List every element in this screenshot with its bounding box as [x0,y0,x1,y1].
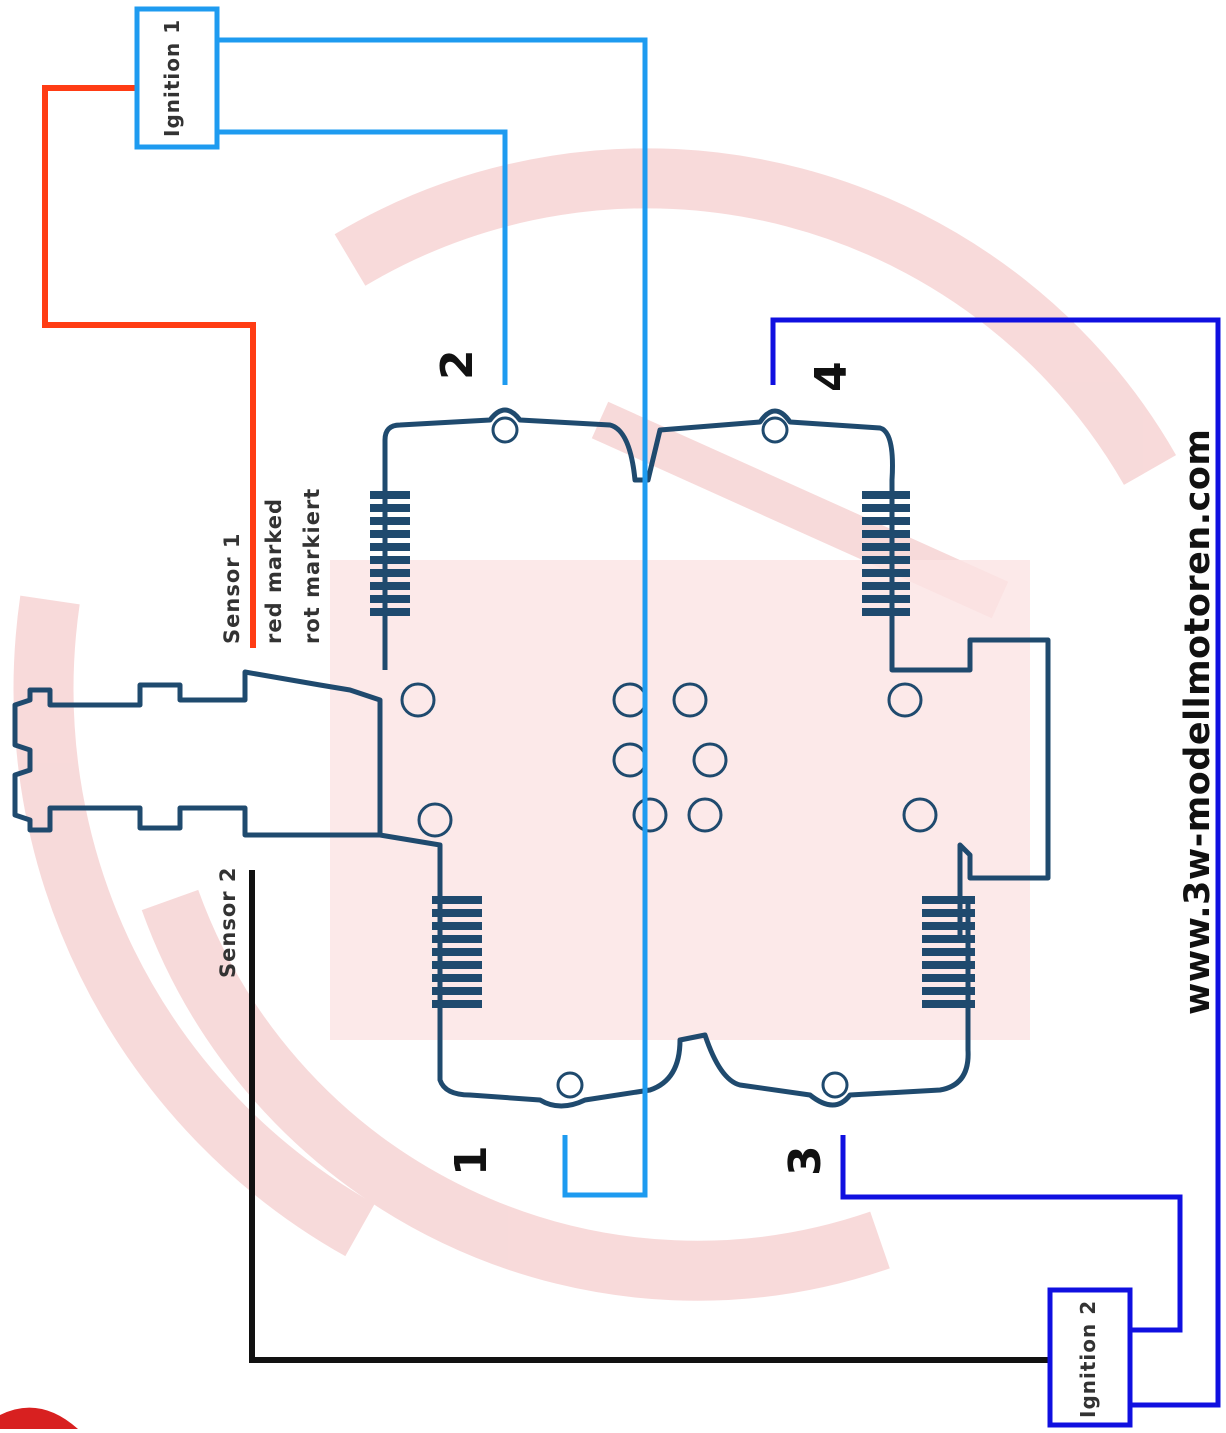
sensor-2-wire [249,870,1050,1363]
cylinder-2-label: 2 [432,349,483,380]
sensor-2-title: Sensor 2 [216,866,240,978]
sensor-1-red-marked: red marked [262,497,286,644]
engine-drawing [12,407,1051,1109]
wire-ign2-to-cyl3 [840,1135,1183,1333]
sensor-1-title: Sensor 1 [220,532,244,644]
cylinder-3-label: 3 [780,1145,831,1176]
ignition-2-wires [770,317,1221,1408]
cylinder-1-label: 1 [446,1145,497,1176]
ignition-1-label: Ignition 1 [160,18,184,137]
website-url: www.3w-modellmotoren.com [1178,428,1218,1015]
ignition-2-box [1047,1287,1133,1428]
wire-ign1-to-cyl2 [218,129,508,385]
sensor-1-rot-markiert: rot markiert [300,487,324,644]
wire-ign2-to-cyl4 [770,317,1221,1408]
ignition-1-box [134,6,220,150]
sensor-1-wire [42,85,256,648]
ignition-1-wires [218,37,648,1198]
corner-logo [0,1407,78,1429]
cylinder-4-label: 4 [806,361,857,392]
wire-ign1-to-cyl1 [218,37,648,1198]
ignition-2-label: Ignition 2 [1076,1299,1100,1418]
